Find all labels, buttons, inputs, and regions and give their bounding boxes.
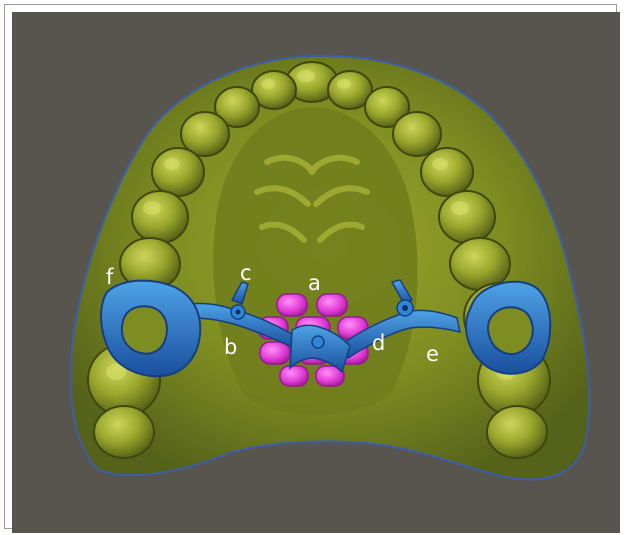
dental-model-illustration: a b c d e f xyxy=(12,12,620,533)
label-e: e xyxy=(426,342,439,366)
label-a: a xyxy=(308,271,321,295)
image-frame: a b c d e f xyxy=(4,4,620,533)
label-d: d xyxy=(372,331,385,355)
label-b: b xyxy=(224,335,237,359)
appliance-framework xyxy=(189,279,461,374)
right-molar-band xyxy=(465,280,552,375)
label-f: f xyxy=(106,265,114,289)
joint-holes xyxy=(235,305,408,315)
left-molar-band xyxy=(100,279,202,378)
dental-model-scene: a b c d e f xyxy=(12,12,620,533)
label-c: c xyxy=(240,261,252,285)
palatal-rugae xyxy=(254,154,370,243)
